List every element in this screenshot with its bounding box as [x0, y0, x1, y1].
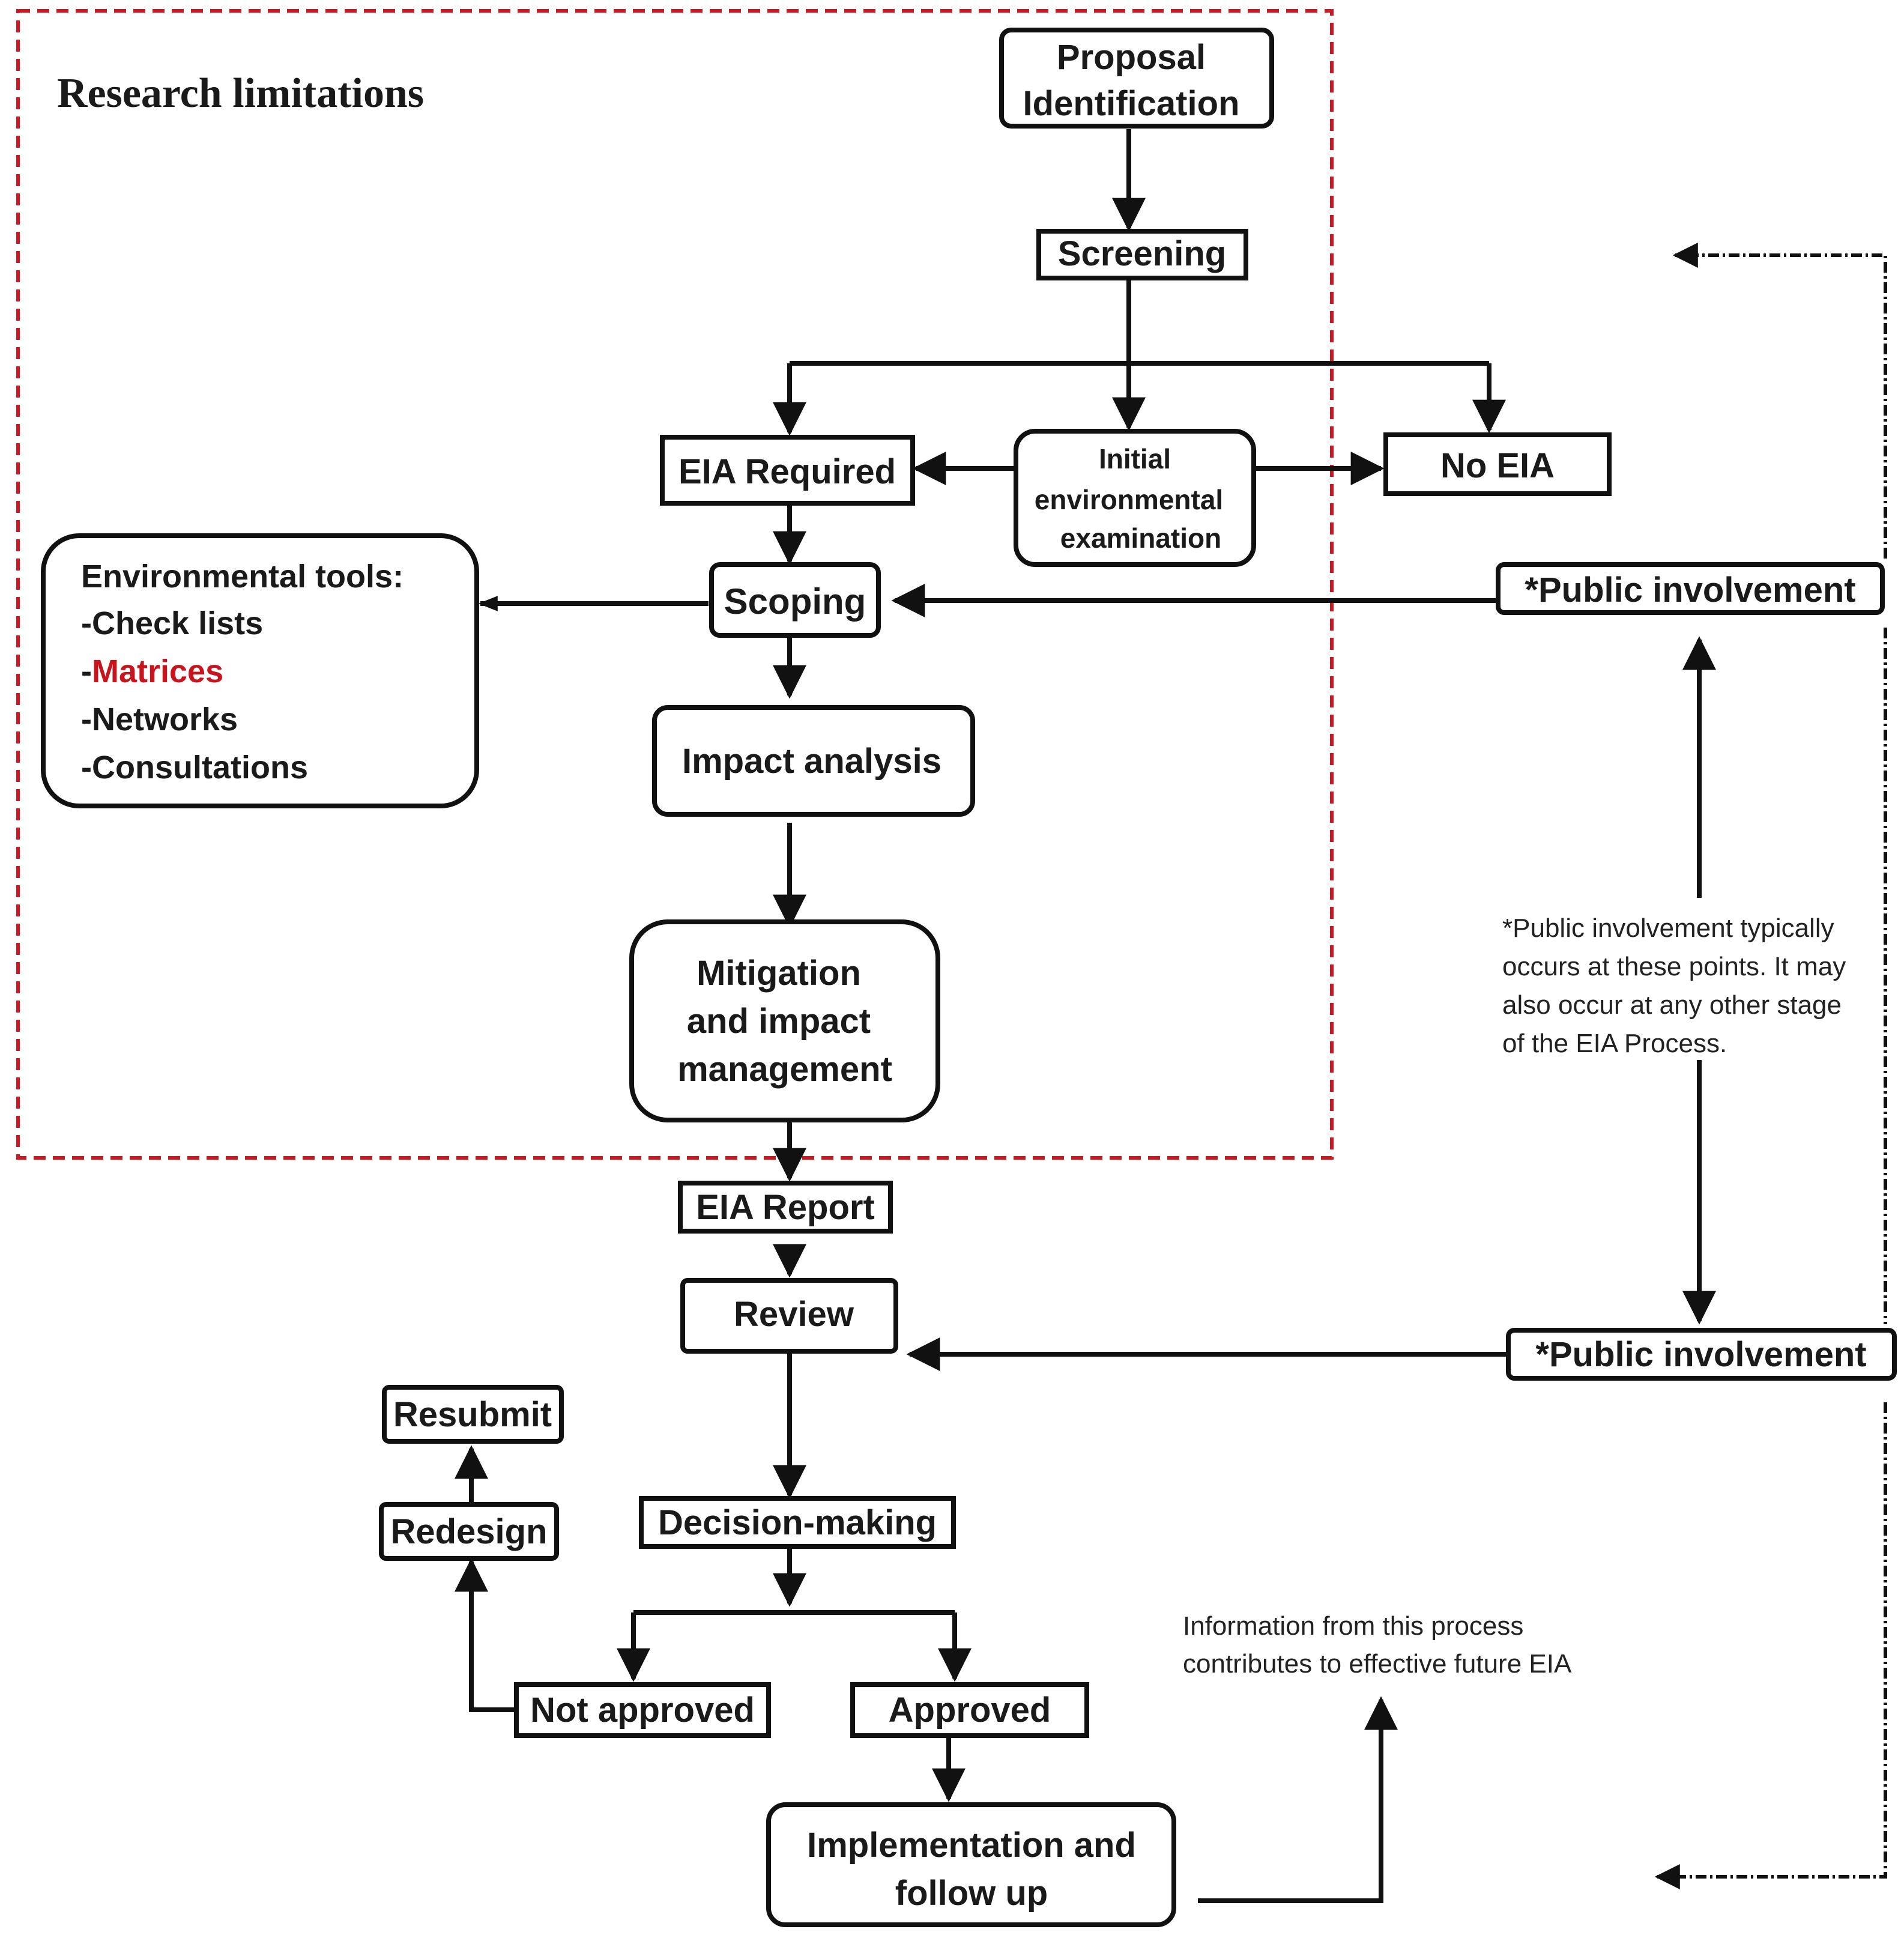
node-public-involvement-top: *Public involvement	[1496, 562, 1885, 615]
proposal-line-2: Identification	[1023, 84, 1240, 123]
tools-item-consultations: -Consultations	[81, 749, 308, 786]
arrow-implementation-to-future	[1198, 1696, 1398, 1903]
public-involvement-note: *Public involvement typically occurs at …	[1502, 913, 1846, 1058]
connectors	[455, 129, 1887, 1903]
public-involvement-bottom-label: *Public involvement	[1535, 1335, 1866, 1374]
tools-heading: Environmental tools:	[81, 559, 403, 595]
node-initial-environmental-examination: Initial environmental examination	[1014, 429, 1256, 567]
node-redesign: Redesign	[379, 1502, 559, 1561]
future-note-line-1: Information from this process	[1183, 1611, 1523, 1641]
node-proposal-identification: Proposal Identification	[999, 28, 1274, 129]
node-decision-making: Decision-making	[639, 1496, 956, 1549]
scoping-label: Scoping	[724, 581, 866, 622]
node-environmental-tools: Environmental tools: -Check lists -Matri…	[41, 533, 479, 808]
not-approved-label: Not approved	[530, 1691, 755, 1730]
screening-label: Screening	[1058, 234, 1226, 273]
approved-label: Approved	[889, 1691, 1051, 1730]
implementation-line-2: follow up	[895, 1874, 1048, 1913]
mitigation-line-1: Mitigation	[697, 954, 861, 993]
node-review: Review	[680, 1278, 898, 1354]
node-resubmit: Resubmit	[382, 1385, 564, 1444]
public-involvement-top-label: *Public involvement	[1525, 571, 1855, 610]
tools-item-matrices: -Matrices	[81, 653, 223, 689]
arrow-not-approved-to-redesign	[455, 1558, 516, 1712]
no-eia-label: No EIA	[1440, 446, 1555, 485]
tools-item-networks: -Networks	[81, 701, 238, 737]
mitigation-line-3: management	[677, 1050, 892, 1089]
public-note-line-2: occurs at these points. It may	[1502, 952, 1846, 981]
node-mitigation: Mitigation and impact management	[629, 919, 940, 1122]
eia-required-label: EIA Required	[678, 452, 896, 491]
initial-exam-line-3: examination	[1060, 522, 1221, 554]
review-label: Review	[734, 1295, 854, 1334]
node-impact-analysis: Impact analysis	[652, 705, 975, 817]
node-public-involvement-bottom: *Public involvement	[1506, 1328, 1897, 1381]
dashed-feedback-bottom	[1654, 1402, 1887, 1889]
public-note-line-3: also occur at any other stage	[1502, 990, 1842, 1020]
node-not-approved: Not approved	[514, 1682, 771, 1738]
implementation-line-1: Implementation and	[807, 1826, 1136, 1865]
initial-exam-line-1: Initial	[1099, 443, 1171, 474]
public-note-line-4: of the EIA Process.	[1502, 1029, 1727, 1058]
future-eia-note: Information from this process contribute…	[1183, 1611, 1572, 1679]
node-eia-required: EIA Required	[660, 435, 915, 506]
node-scoping: Scoping	[709, 562, 881, 638]
node-eia-report: EIA Report	[678, 1181, 893, 1234]
research-limitations-title: Research limitations	[57, 70, 424, 117]
future-note-line-2: contributes to effective future EIA	[1183, 1649, 1572, 1679]
node-screening: Screening	[1036, 229, 1248, 280]
public-note-line-1: *Public involvement typically	[1502, 913, 1834, 943]
initial-exam-line-2: environmental	[1035, 484, 1223, 515]
proposal-line-1: Proposal	[1057, 38, 1206, 77]
node-implementation: Implementation and follow up	[766, 1802, 1176, 1927]
impact-analysis-label: Impact analysis	[682, 742, 941, 781]
dashed-feedback-top	[1672, 243, 1887, 559]
research-limitations-frame	[16, 9, 1334, 1160]
node-no-eia: No EIA	[1383, 432, 1612, 496]
mitigation-line-2: and impact	[687, 1002, 871, 1041]
decision-making-label: Decision-making	[658, 1503, 937, 1542]
eia-report-label: EIA Report	[696, 1188, 875, 1227]
tools-item-check-lists: -Check lists	[81, 605, 263, 641]
resubmit-label: Resubmit	[393, 1395, 552, 1434]
redesign-label: Redesign	[390, 1512, 547, 1551]
node-approved: Approved	[850, 1682, 1089, 1738]
